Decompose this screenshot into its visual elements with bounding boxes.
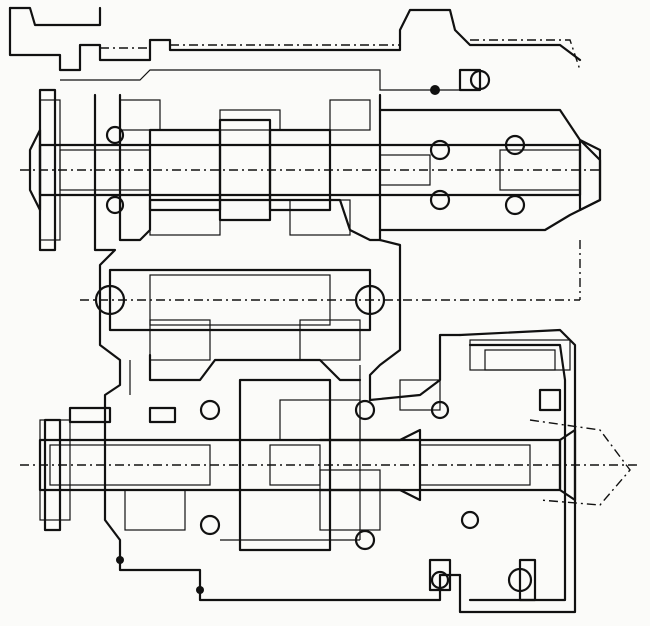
bearing-ball [460,510,480,530]
bearing-ball [429,139,451,161]
bearing-ball [430,570,450,590]
bolts-and-studs [68,68,562,602]
bearing-ball [429,189,451,211]
bearing-ball [105,195,125,215]
gearbox-housing [93,93,602,614]
bearing-ball [504,194,526,216]
centerlines [20,169,640,466]
bearing-ball [354,399,376,421]
brake-drum [468,343,631,602]
bearing-ball [199,399,221,421]
top-cover-outline [8,6,582,91]
bearing-ball [199,514,221,536]
bearing-ball [504,134,526,156]
bearing-ball [354,529,376,551]
bearing-ball [430,400,450,420]
flanges [38,88,602,532]
bearing-ball [105,125,125,145]
